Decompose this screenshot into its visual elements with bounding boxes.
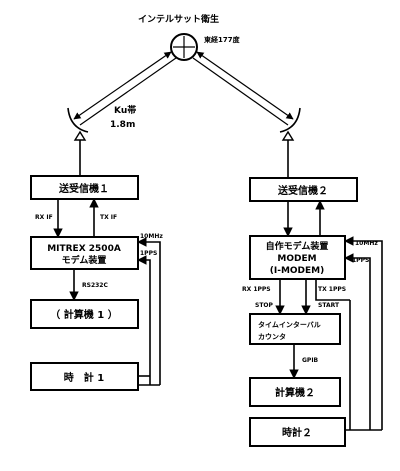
left-modem-box bbox=[30, 236, 139, 270]
antenna-right-icon bbox=[279, 107, 301, 178]
left-modem-line1: MITREX 2500A bbox=[47, 244, 121, 254]
right-10mhz-label: 10MHz bbox=[355, 240, 378, 247]
satellite-link-right bbox=[192, 51, 294, 126]
right-clock-label: 時計２ bbox=[282, 426, 312, 439]
right-modem-line2: MODEM bbox=[277, 254, 316, 264]
left-tx-if-label: TX IF bbox=[100, 214, 117, 221]
satellite-position: 東経177度 bbox=[204, 35, 241, 44]
right-modem-line1: 自作モデム装置 bbox=[266, 240, 329, 252]
left-rx-if-label: RX IF bbox=[35, 214, 53, 221]
left-10mhz-label: 10MHz bbox=[140, 233, 163, 240]
left-computer-label: （ 計算機 1 ） bbox=[50, 308, 117, 321]
right-computer-label: 計算機２ bbox=[275, 386, 315, 399]
right-transceiver-label: 送受信機２ bbox=[277, 184, 328, 197]
satellite-link-left bbox=[73, 51, 177, 126]
right-counter-line2: カウンタ bbox=[258, 332, 286, 341]
antenna-size: 1.8m bbox=[110, 120, 135, 130]
right-1pps-label: 1PPS bbox=[352, 257, 369, 264]
left-1pps-label: 1PPS bbox=[140, 250, 157, 257]
right-start-label: START bbox=[318, 302, 340, 309]
antenna-left-icon bbox=[67, 107, 89, 176]
left-transceiver-box bbox=[30, 175, 139, 200]
right-transceiver-box bbox=[249, 177, 358, 202]
right-gpib-label: GPIB bbox=[302, 357, 319, 364]
right-tx-1pps-label: TX 1PPS bbox=[318, 286, 346, 293]
left-clock-box bbox=[30, 362, 139, 391]
right-counter-box bbox=[249, 313, 341, 345]
left-computer-box bbox=[30, 299, 139, 329]
right-stop-label: STOP bbox=[255, 302, 274, 309]
left-rs232c-label: RS232C bbox=[82, 282, 108, 289]
satellite-icon bbox=[170, 33, 198, 61]
right-modem-line3: (I-MODEM) bbox=[270, 266, 325, 276]
right-clock-box bbox=[249, 417, 346, 447]
right-counter-line1: タイムインターバル bbox=[258, 320, 321, 329]
left-transceiver-label: 送受信機１ bbox=[58, 182, 109, 195]
right-computer-box bbox=[249, 377, 341, 407]
left-modem-line2: モデム装置 bbox=[62, 254, 107, 266]
antenna-band: Ku帯 bbox=[114, 104, 136, 116]
right-rx-1pps-label: RX 1PPS bbox=[242, 286, 271, 293]
satellite-title: インテルサット衛生 bbox=[138, 13, 219, 25]
left-clock-label: 時 計 1 bbox=[64, 371, 104, 384]
